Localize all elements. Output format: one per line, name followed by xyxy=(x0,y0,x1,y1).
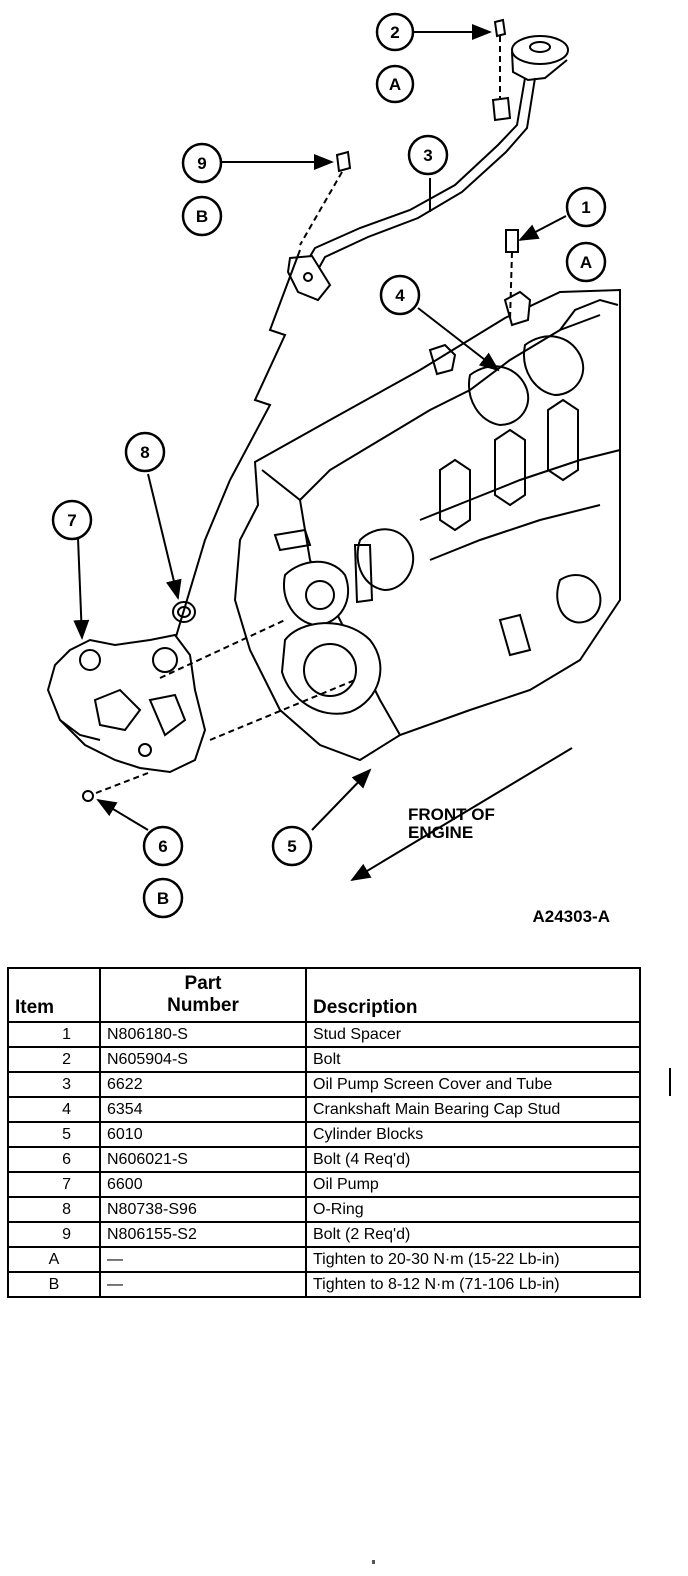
callout-b-bottom: B xyxy=(142,877,184,919)
row-description: Oil Pump Screen Cover and Tube xyxy=(305,1071,641,1098)
row-item: B xyxy=(7,1271,101,1298)
table-row: 2 N605904-S Bolt xyxy=(7,1046,641,1073)
figure-id: A24303-A xyxy=(533,907,611,926)
callout-9: 9 xyxy=(181,142,223,184)
row-description: Bolt (2 Req'd) xyxy=(305,1221,641,1248)
callout-9-label: 9 xyxy=(197,154,206,173)
row-item: 6 xyxy=(7,1146,101,1173)
row-description: Cylinder Blocks xyxy=(305,1121,641,1148)
cylinder-block-drawing xyxy=(233,288,621,762)
callout-a-right: A xyxy=(565,241,607,283)
exploded-engine-diagram: 2 A 9 B 3 1 A 4 8 7 6 B xyxy=(46,12,621,926)
row-item: 3 xyxy=(7,1071,101,1098)
table-row: 7 6600 Oil Pump xyxy=(7,1171,641,1198)
row-part-number: 6600 xyxy=(99,1171,307,1198)
table-row: 4 6354 Crankshaft Main Bearing Cap Stud xyxy=(7,1096,641,1123)
oil-pump-drawing xyxy=(46,633,207,774)
oil-pump-screen-tube-drawing xyxy=(286,35,569,302)
row-item: 8 xyxy=(7,1196,101,1223)
bolt-and-spacer-drawing xyxy=(493,18,519,321)
callout-1-label: 1 xyxy=(581,198,590,217)
header-part-number: Part Number xyxy=(99,967,307,1023)
row-part-number: N806180-S xyxy=(99,1021,307,1048)
header-part-line-2: Number xyxy=(167,995,239,1016)
bolt-6-drawing xyxy=(82,619,356,802)
row-item: 2 xyxy=(7,1046,101,1073)
callout-2-label: 2 xyxy=(390,23,399,42)
table-header-row: Item Part Number Description xyxy=(7,967,641,1023)
table-row: 3 6622 Oil Pump Screen Cover and Tube xyxy=(7,1071,641,1098)
callout-8: 8 xyxy=(124,431,166,473)
callout-6: 6 xyxy=(142,825,184,867)
callout-b-top: B xyxy=(181,195,223,237)
callout-a-top: A xyxy=(375,64,415,104)
row-part-number: N606021-S xyxy=(99,1146,307,1173)
row-part-number: N605904-S xyxy=(99,1046,307,1073)
row-item: 7 xyxy=(7,1171,101,1198)
row-description: Crankshaft Main Bearing Cap Stud xyxy=(305,1096,641,1123)
callout-2: 2 xyxy=(375,12,415,52)
row-part-number: 6010 xyxy=(99,1121,307,1148)
row-part-number: N806155-S2 xyxy=(99,1221,307,1248)
header-description: Description xyxy=(305,967,641,1023)
row-part-number: — xyxy=(99,1271,307,1298)
callout-b-top-label: B xyxy=(196,207,208,226)
callout-4: 4 xyxy=(379,274,421,316)
table-row: 1 N806180-S Stud Spacer xyxy=(7,1021,641,1048)
row-description: Tighten to 8-12 N·m (71-106 Lb-in) xyxy=(305,1271,641,1298)
leader-lines xyxy=(73,24,573,882)
callout-a-top-label: A xyxy=(389,75,401,94)
row-description: Oil Pump xyxy=(305,1171,641,1198)
header-item: Item xyxy=(7,967,101,1023)
row-part-number: 6354 xyxy=(99,1096,307,1123)
row-item: 4 xyxy=(7,1096,101,1123)
front-of-engine-label-line-1: FRONT OF xyxy=(408,805,495,824)
front-of-engine-label-line-2: ENGINE xyxy=(408,823,473,842)
row-description: Tighten to 20-30 N·m (15-22 Lb-in) xyxy=(305,1246,641,1273)
row-item: 5 xyxy=(7,1121,101,1148)
row-item: 1 xyxy=(7,1021,101,1048)
table-row: A — Tighten to 20-30 N·m (15-22 Lb-in) xyxy=(7,1246,641,1273)
callout-8-label: 8 xyxy=(140,443,149,462)
row-part-number: N80738-S96 xyxy=(99,1196,307,1223)
row-description: Stud Spacer xyxy=(305,1021,641,1048)
row-part-number: — xyxy=(99,1246,307,1273)
table-row: 5 6010 Cylinder Blocks xyxy=(7,1121,641,1148)
table-row: B — Tighten to 8-12 N·m (71-106 Lb-in) xyxy=(7,1271,641,1298)
row-item: A xyxy=(7,1246,101,1273)
scan-speck xyxy=(372,1560,375,1564)
callout-7: 7 xyxy=(51,499,93,541)
table-row: 8 N80738-S96 O-Ring xyxy=(7,1196,641,1223)
callout-5: 5 xyxy=(271,825,313,867)
callout-1: 1 xyxy=(565,186,607,228)
callout-3-label: 3 xyxy=(423,146,432,165)
parts-table: Item Part Number Description 1 N806180-S… xyxy=(7,967,641,1298)
table-row: 9 N806155-S2 Bolt (2 Req'd) xyxy=(7,1221,641,1248)
header-part-line-1: Part xyxy=(184,973,222,994)
callout-3: 3 xyxy=(407,134,449,176)
callout-5-label: 5 xyxy=(287,837,296,856)
row-description: Bolt xyxy=(305,1046,641,1073)
callout-b-bottom-label: B xyxy=(157,889,169,908)
margin-mark xyxy=(669,1068,671,1096)
row-item: 9 xyxy=(7,1221,101,1248)
callout-7-label: 7 xyxy=(67,511,76,530)
row-part-number: 6622 xyxy=(99,1071,307,1098)
row-description: O-Ring xyxy=(305,1196,641,1223)
row-description: Bolt (4 Req'd) xyxy=(305,1146,641,1173)
callout-6-label: 6 xyxy=(158,837,167,856)
o-ring-drawing xyxy=(172,601,196,623)
callout-4-label: 4 xyxy=(395,286,405,305)
callout-a-right-label: A xyxy=(580,253,592,272)
table-row: 6 N606021-S Bolt (4 Req'd) xyxy=(7,1146,641,1173)
